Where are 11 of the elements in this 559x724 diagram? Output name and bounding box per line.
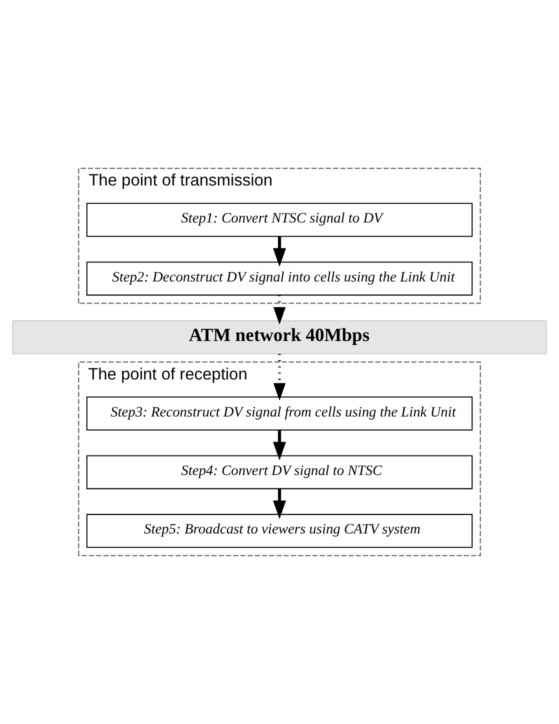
arrow bbox=[273, 354, 286, 401]
node-box: Step5: Broadcast to viewers using CATV system bbox=[86, 514, 473, 548]
node-box: Step1: Convert NTSC signal to DV bbox=[86, 202, 473, 237]
node-box: Step4: Convert DV signal to NTSC bbox=[86, 455, 473, 490]
arrow bbox=[273, 295, 286, 325]
arrow bbox=[273, 430, 286, 460]
node-box: Step2: Deconstruct DV signal into cells using the Link Unit bbox=[86, 262, 473, 296]
node-box: Step3: Reconstruct DV signal from cells using the Link Unit bbox=[86, 396, 473, 430]
arrow bbox=[273, 488, 286, 520]
node-box: ATM network 40Mbps bbox=[12, 320, 547, 354]
arrow bbox=[273, 236, 286, 267]
